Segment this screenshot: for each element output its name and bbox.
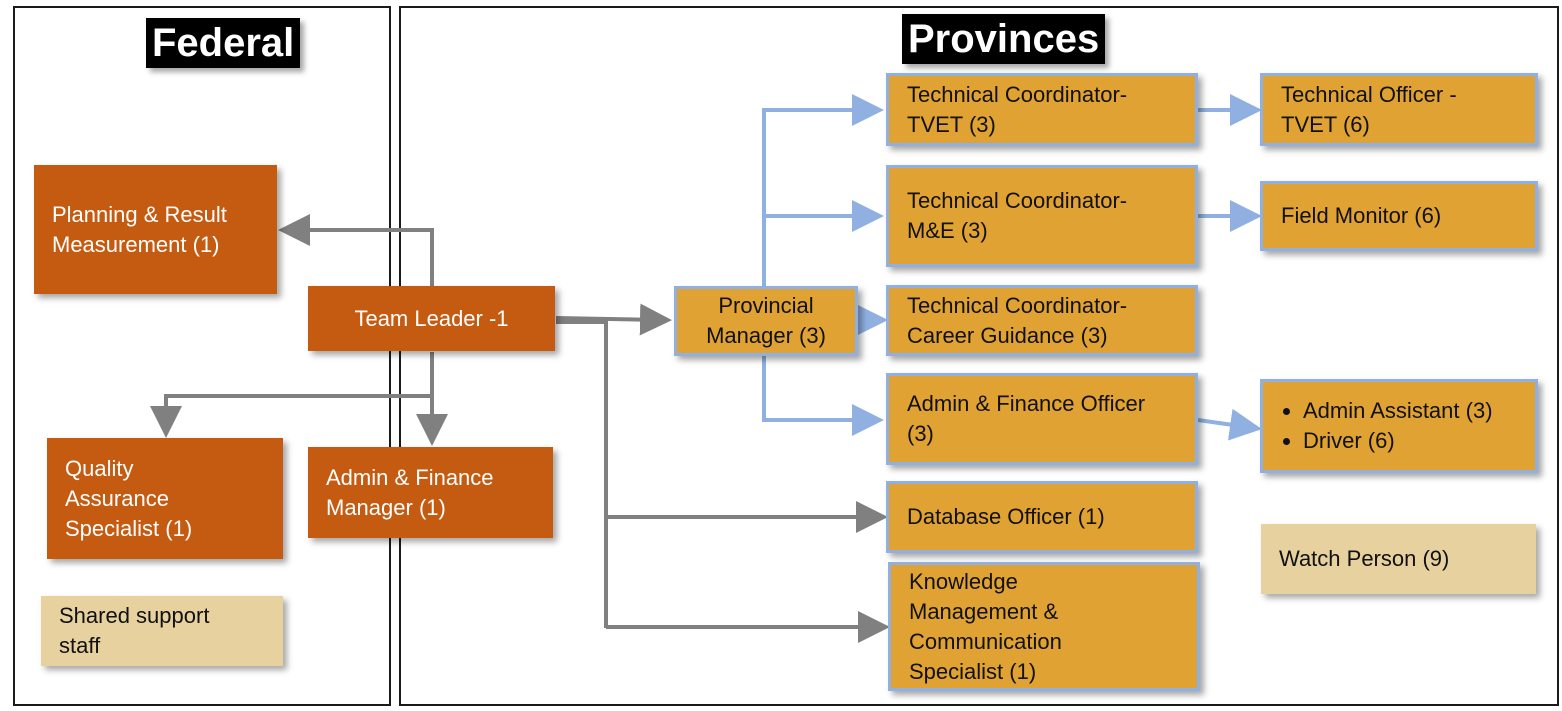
- quality-assurance-box: Quality Assurance Specialist (1): [47, 438, 283, 559]
- shared-support-label: Shared support staff: [59, 603, 210, 658]
- technical-officer-box: Technical Officer - TVET (6): [1260, 73, 1538, 146]
- admin-assistant-item: Admin Assistant (3): [1303, 396, 1503, 426]
- provinces-heading: Provinces: [902, 14, 1106, 64]
- admin-assistant-driver-box: Admin Assistant (3) Driver (6): [1260, 379, 1538, 473]
- tc-tvet-box: Technical Coordinator- TVET (3): [886, 73, 1198, 146]
- tc-career-label: Technical Coordinator- Career Guidance (…: [907, 292, 1128, 348]
- provincial-manager-label: Provincial Manager (3): [706, 293, 826, 348]
- planning-result-measurement-box: Planning & Result Measurement (1): [34, 165, 277, 294]
- shared-support-box: Shared support staff: [41, 596, 283, 666]
- tc-career-box: Technical Coordinator- Career Guidance (…: [886, 285, 1198, 356]
- field-monitor-box: Field Monitor (6): [1260, 181, 1538, 251]
- team-leader-label: Team Leader -1: [354, 305, 509, 331]
- admin-finance-manager-label: Admin & Finance Manager (1): [326, 464, 494, 520]
- support-staff-list: Admin Assistant (3) Driver (6): [1281, 396, 1503, 456]
- driver-item: Driver (6): [1303, 426, 1503, 456]
- connector-to-quality: [150, 352, 434, 438]
- connector-to-planning: [278, 214, 434, 288]
- team-leader-box: Team Leader -1: [308, 286, 555, 351]
- knowledge-management-box: Knowledge Management & Communication Spe…: [888, 562, 1200, 691]
- federal-heading: Federal: [146, 18, 301, 68]
- technical-officer-label: Technical Officer - TVET (6): [1281, 81, 1457, 137]
- planning-label: Planning & Result Measurement (1): [52, 201, 227, 257]
- database-officer-label: Database Officer (1): [907, 504, 1105, 529]
- database-officer-box: Database Officer (1): [886, 481, 1198, 553]
- watch-person-label: Watch Person (9): [1279, 546, 1450, 571]
- tc-me-label: Technical Coordinator- M&E (3): [907, 188, 1128, 243]
- connector-to-admin-officer: [762, 356, 884, 436]
- watch-person-box: Watch Person (9): [1261, 524, 1536, 594]
- admin-finance-officer-label: Admin & Finance Officer (3): [907, 391, 1146, 446]
- federal-panel: [13, 6, 391, 706]
- knowledge-management-label: Knowledge Management & Communication Spe…: [909, 568, 1062, 684]
- connector-pm-up: [762, 94, 884, 286]
- quality-label: Quality Assurance Specialist (1): [65, 455, 193, 541]
- connector-to-admin-assistant: [1197, 408, 1262, 441]
- provincial-manager-box: Provincial Manager (3): [674, 286, 858, 356]
- connector-trunk: [556, 320, 608, 628]
- tc-me-box: Technical Coordinator- M&E (3): [886, 165, 1198, 267]
- field-monitor-label: Field Monitor (6): [1281, 203, 1442, 228]
- admin-finance-officer-box: Admin & Finance Officer (3): [886, 373, 1198, 465]
- admin-finance-manager-box: Admin & Finance Manager (1): [308, 447, 553, 538]
- connector-to-provincial-manager: [555, 303, 672, 336]
- tc-tvet-label: Technical Coordinator- TVET (3): [907, 81, 1128, 137]
